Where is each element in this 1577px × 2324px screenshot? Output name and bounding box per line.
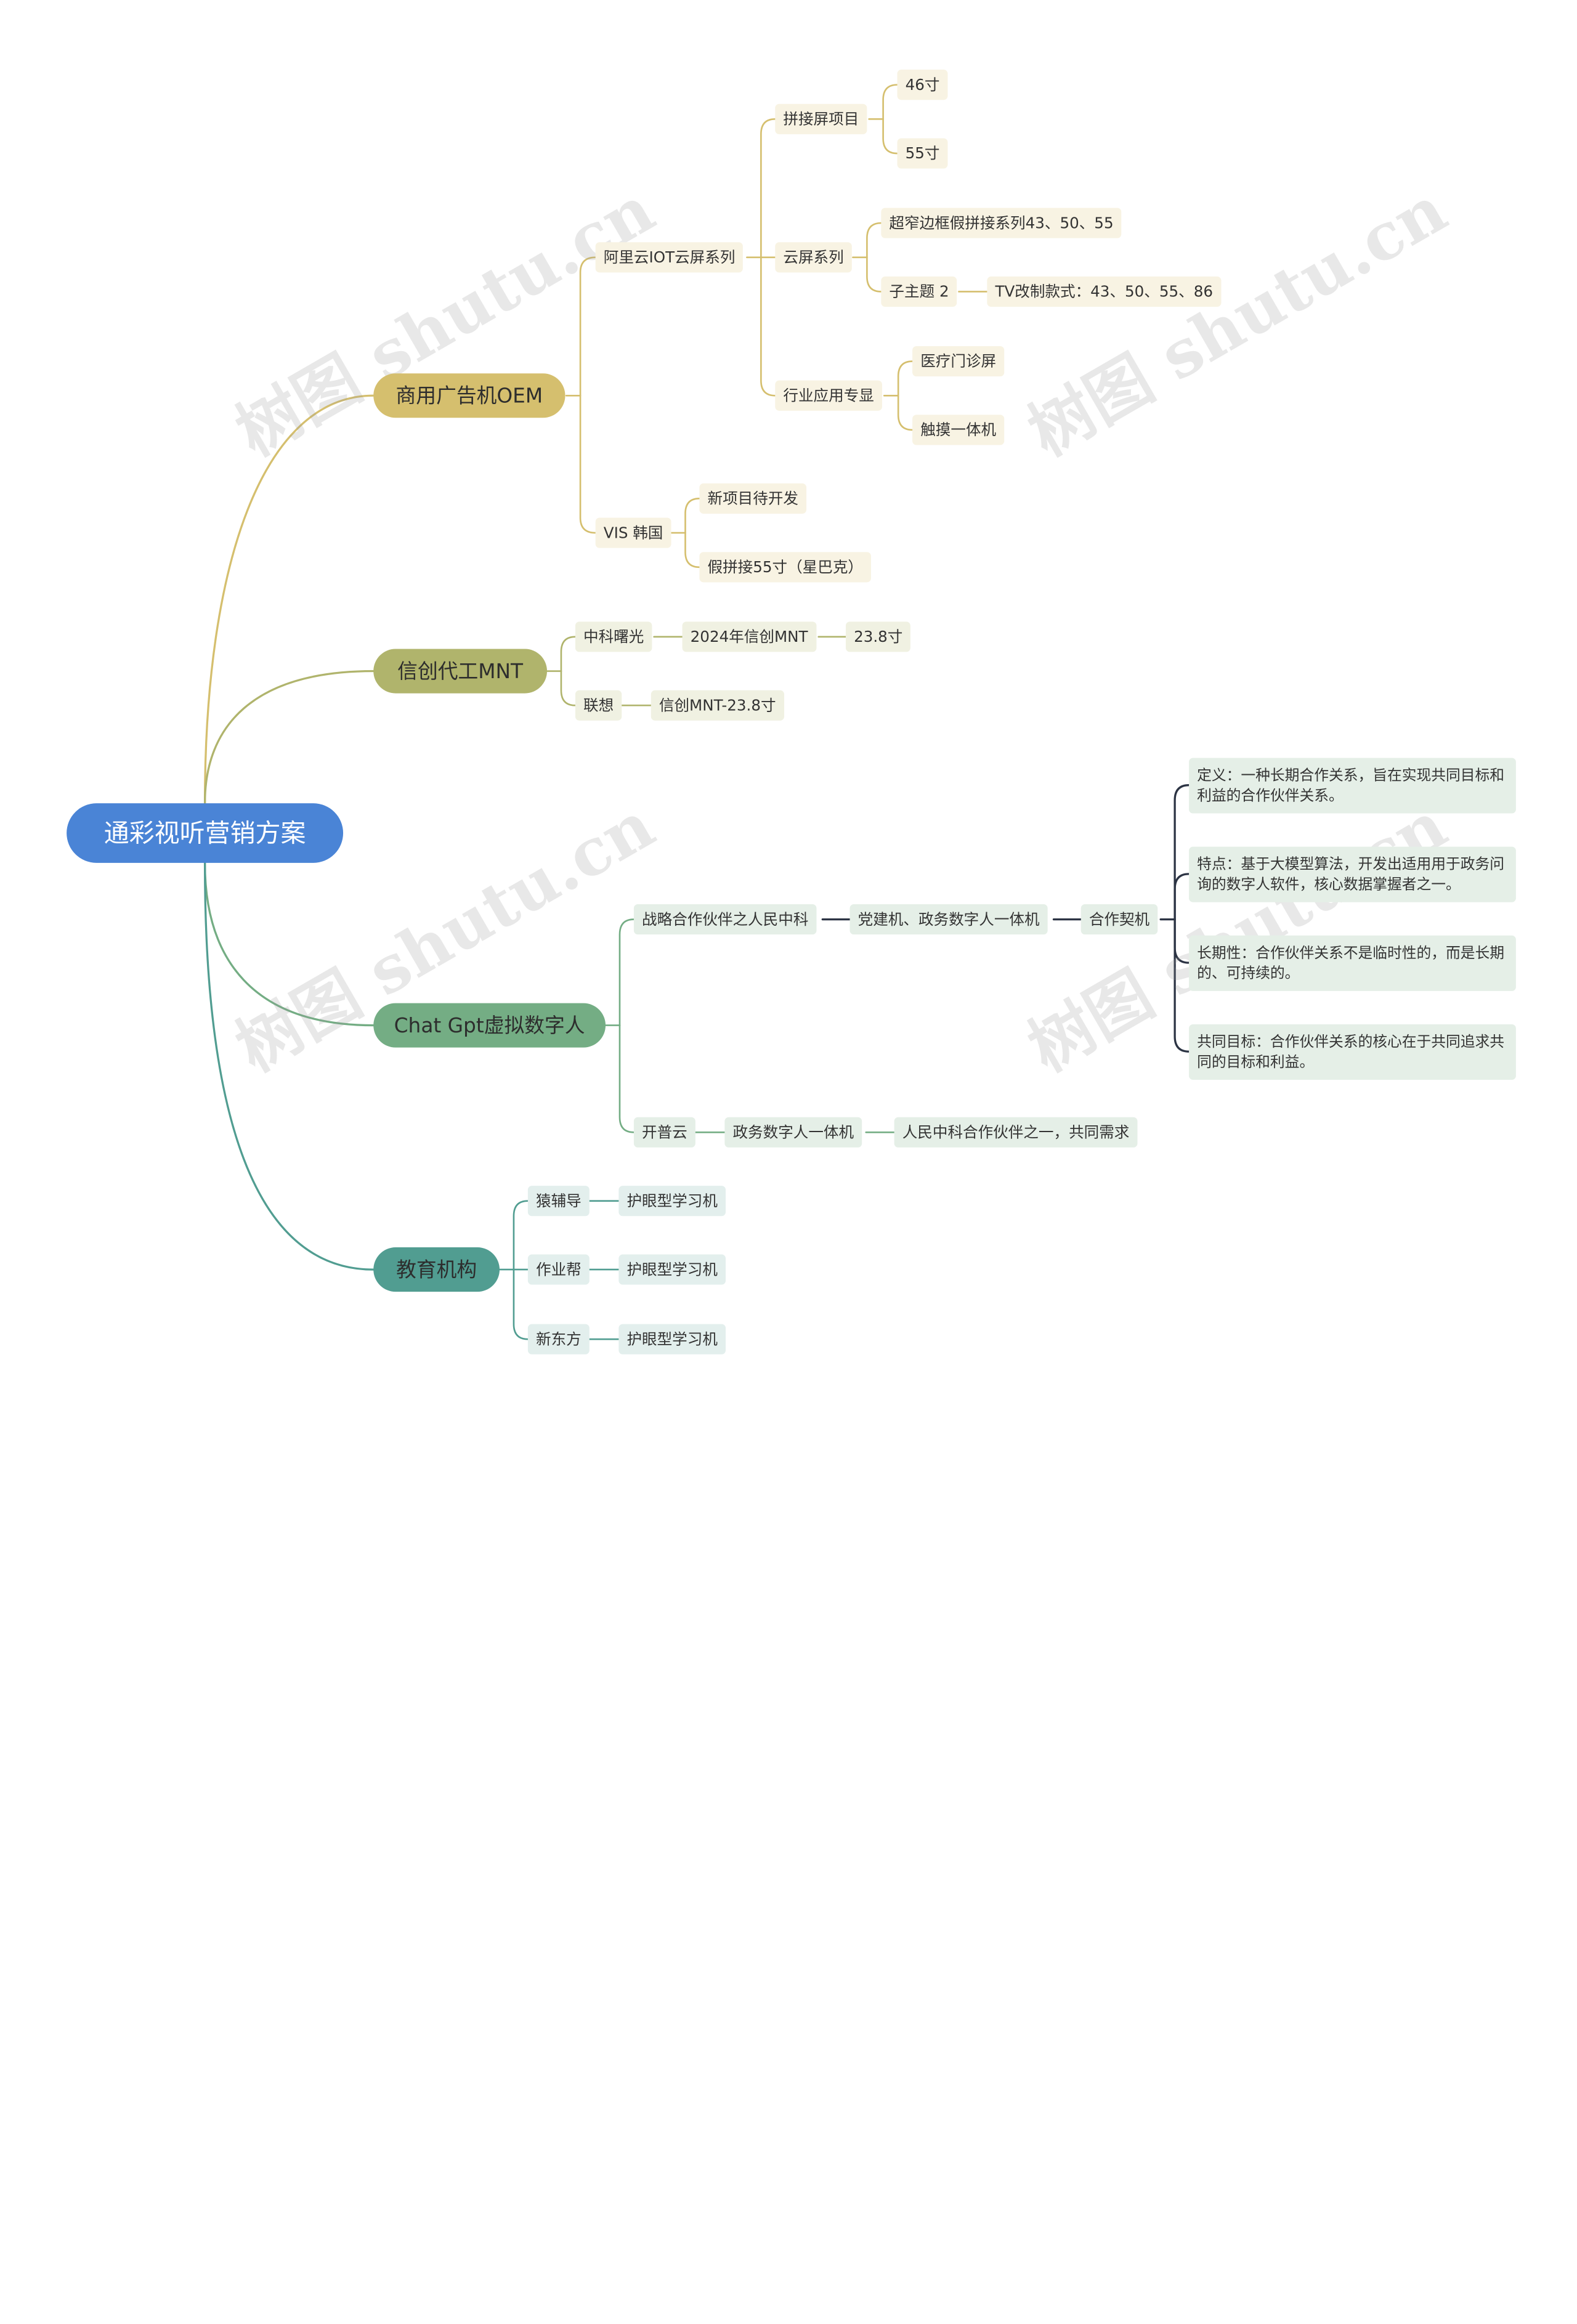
node-splice-project[interactable]: 拼接屏项目 — [775, 103, 867, 134]
node-party-gov-machine[interactable]: 党建机、政务数字人一体机 — [849, 904, 1048, 935]
node-sugon[interactable]: 中科曙光 — [575, 621, 652, 652]
node-aliyun-iot[interactable]: 阿里云IOT云屏系列 — [595, 242, 744, 273]
note-common-goal[interactable]: 共同目标：合作伙伴关系的核心在于共同追求共同的目标和利益。 — [1189, 1024, 1516, 1080]
node-yuanfudao[interactable]: 猿辅导 — [527, 1186, 590, 1217]
node-new-project[interactable]: 新项目待开发 — [699, 483, 807, 514]
note-long-term[interactable]: 长期性：合作伙伴关系不是临时性的，而是长期的、可持续的。 — [1189, 935, 1516, 991]
node-46-inch[interactable]: 46寸 — [897, 70, 948, 100]
topic-xinchuang-mnt[interactable]: 信创代工MNT — [373, 649, 548, 694]
root-topic[interactable]: 通彩视听营销方案 — [67, 803, 344, 863]
node-2024-mnt[interactable]: 2024年信创MNT — [682, 621, 816, 652]
node-narrow-bezel[interactable]: 超窄边框假拼接系列43、50、55 — [881, 208, 1122, 238]
node-yuanfudao-product[interactable]: 护眼型学习机 — [618, 1186, 726, 1217]
node-55-inch[interactable]: 55寸 — [897, 138, 948, 169]
node-xindongfang-product[interactable]: 护眼型学习机 — [618, 1324, 726, 1354]
node-shared-demand[interactable]: 人民中科合作伙伴之一，共同需求 — [894, 1117, 1138, 1148]
topic-education[interactable]: 教育机构 — [373, 1247, 500, 1292]
note-features[interactable]: 特点：基于大模型算法，开发出适用用于政务问询的数字人软件，核心数据掌握者之一。 — [1189, 846, 1516, 902]
node-cooperation-opportunity[interactable]: 合作契机 — [1080, 904, 1158, 935]
node-lenovo[interactable]: 联想 — [575, 690, 622, 721]
node-subtopic-2[interactable]: 子主题 2 — [881, 276, 957, 307]
node-kaipu-cloud[interactable]: 开普云 — [633, 1117, 695, 1148]
note-definition[interactable]: 定义：一种长期合作关系，旨在实现共同目标和利益的合作伙伴关系。 — [1189, 758, 1516, 814]
node-zuoyebang[interactable]: 作业帮 — [527, 1254, 590, 1285]
node-23-8-inch[interactable]: 23.8寸 — [845, 621, 911, 652]
connector-lines — [203, 84, 1190, 1340]
node-zuoyebang-product[interactable]: 护眼型学习机 — [618, 1254, 726, 1285]
node-vis-korea[interactable]: VIS 韩国 — [595, 517, 671, 548]
node-tv-models[interactable]: TV改制款式：43、50、55、86 — [987, 276, 1222, 307]
node-xindongfang[interactable]: 新东方 — [527, 1324, 590, 1354]
topic-chatgpt-digital-human[interactable]: Chat Gpt虚拟数字人 — [373, 1003, 606, 1048]
node-gov-digital-human-machine[interactable]: 政务数字人一体机 — [724, 1117, 862, 1148]
node-medical-screen[interactable]: 医疗门诊屏 — [912, 346, 1005, 377]
node-strategic-partner[interactable]: 战略合作伙伴之人民中科 — [633, 904, 817, 935]
topic-commercial-ad-oem[interactable]: 商用广告机OEM — [373, 373, 566, 418]
node-industry-display[interactable]: 行业应用专显 — [775, 380, 882, 411]
node-fake-splice-starbucks[interactable]: 假拼接55寸（星巴克） — [699, 552, 872, 583]
node-cloud-screen-series[interactable]: 云屏系列 — [775, 242, 852, 273]
node-lenovo-mnt[interactable]: 信创MNT-23.8寸 — [651, 690, 784, 721]
node-touch-aio[interactable]: 触摸一体机 — [912, 415, 1005, 445]
